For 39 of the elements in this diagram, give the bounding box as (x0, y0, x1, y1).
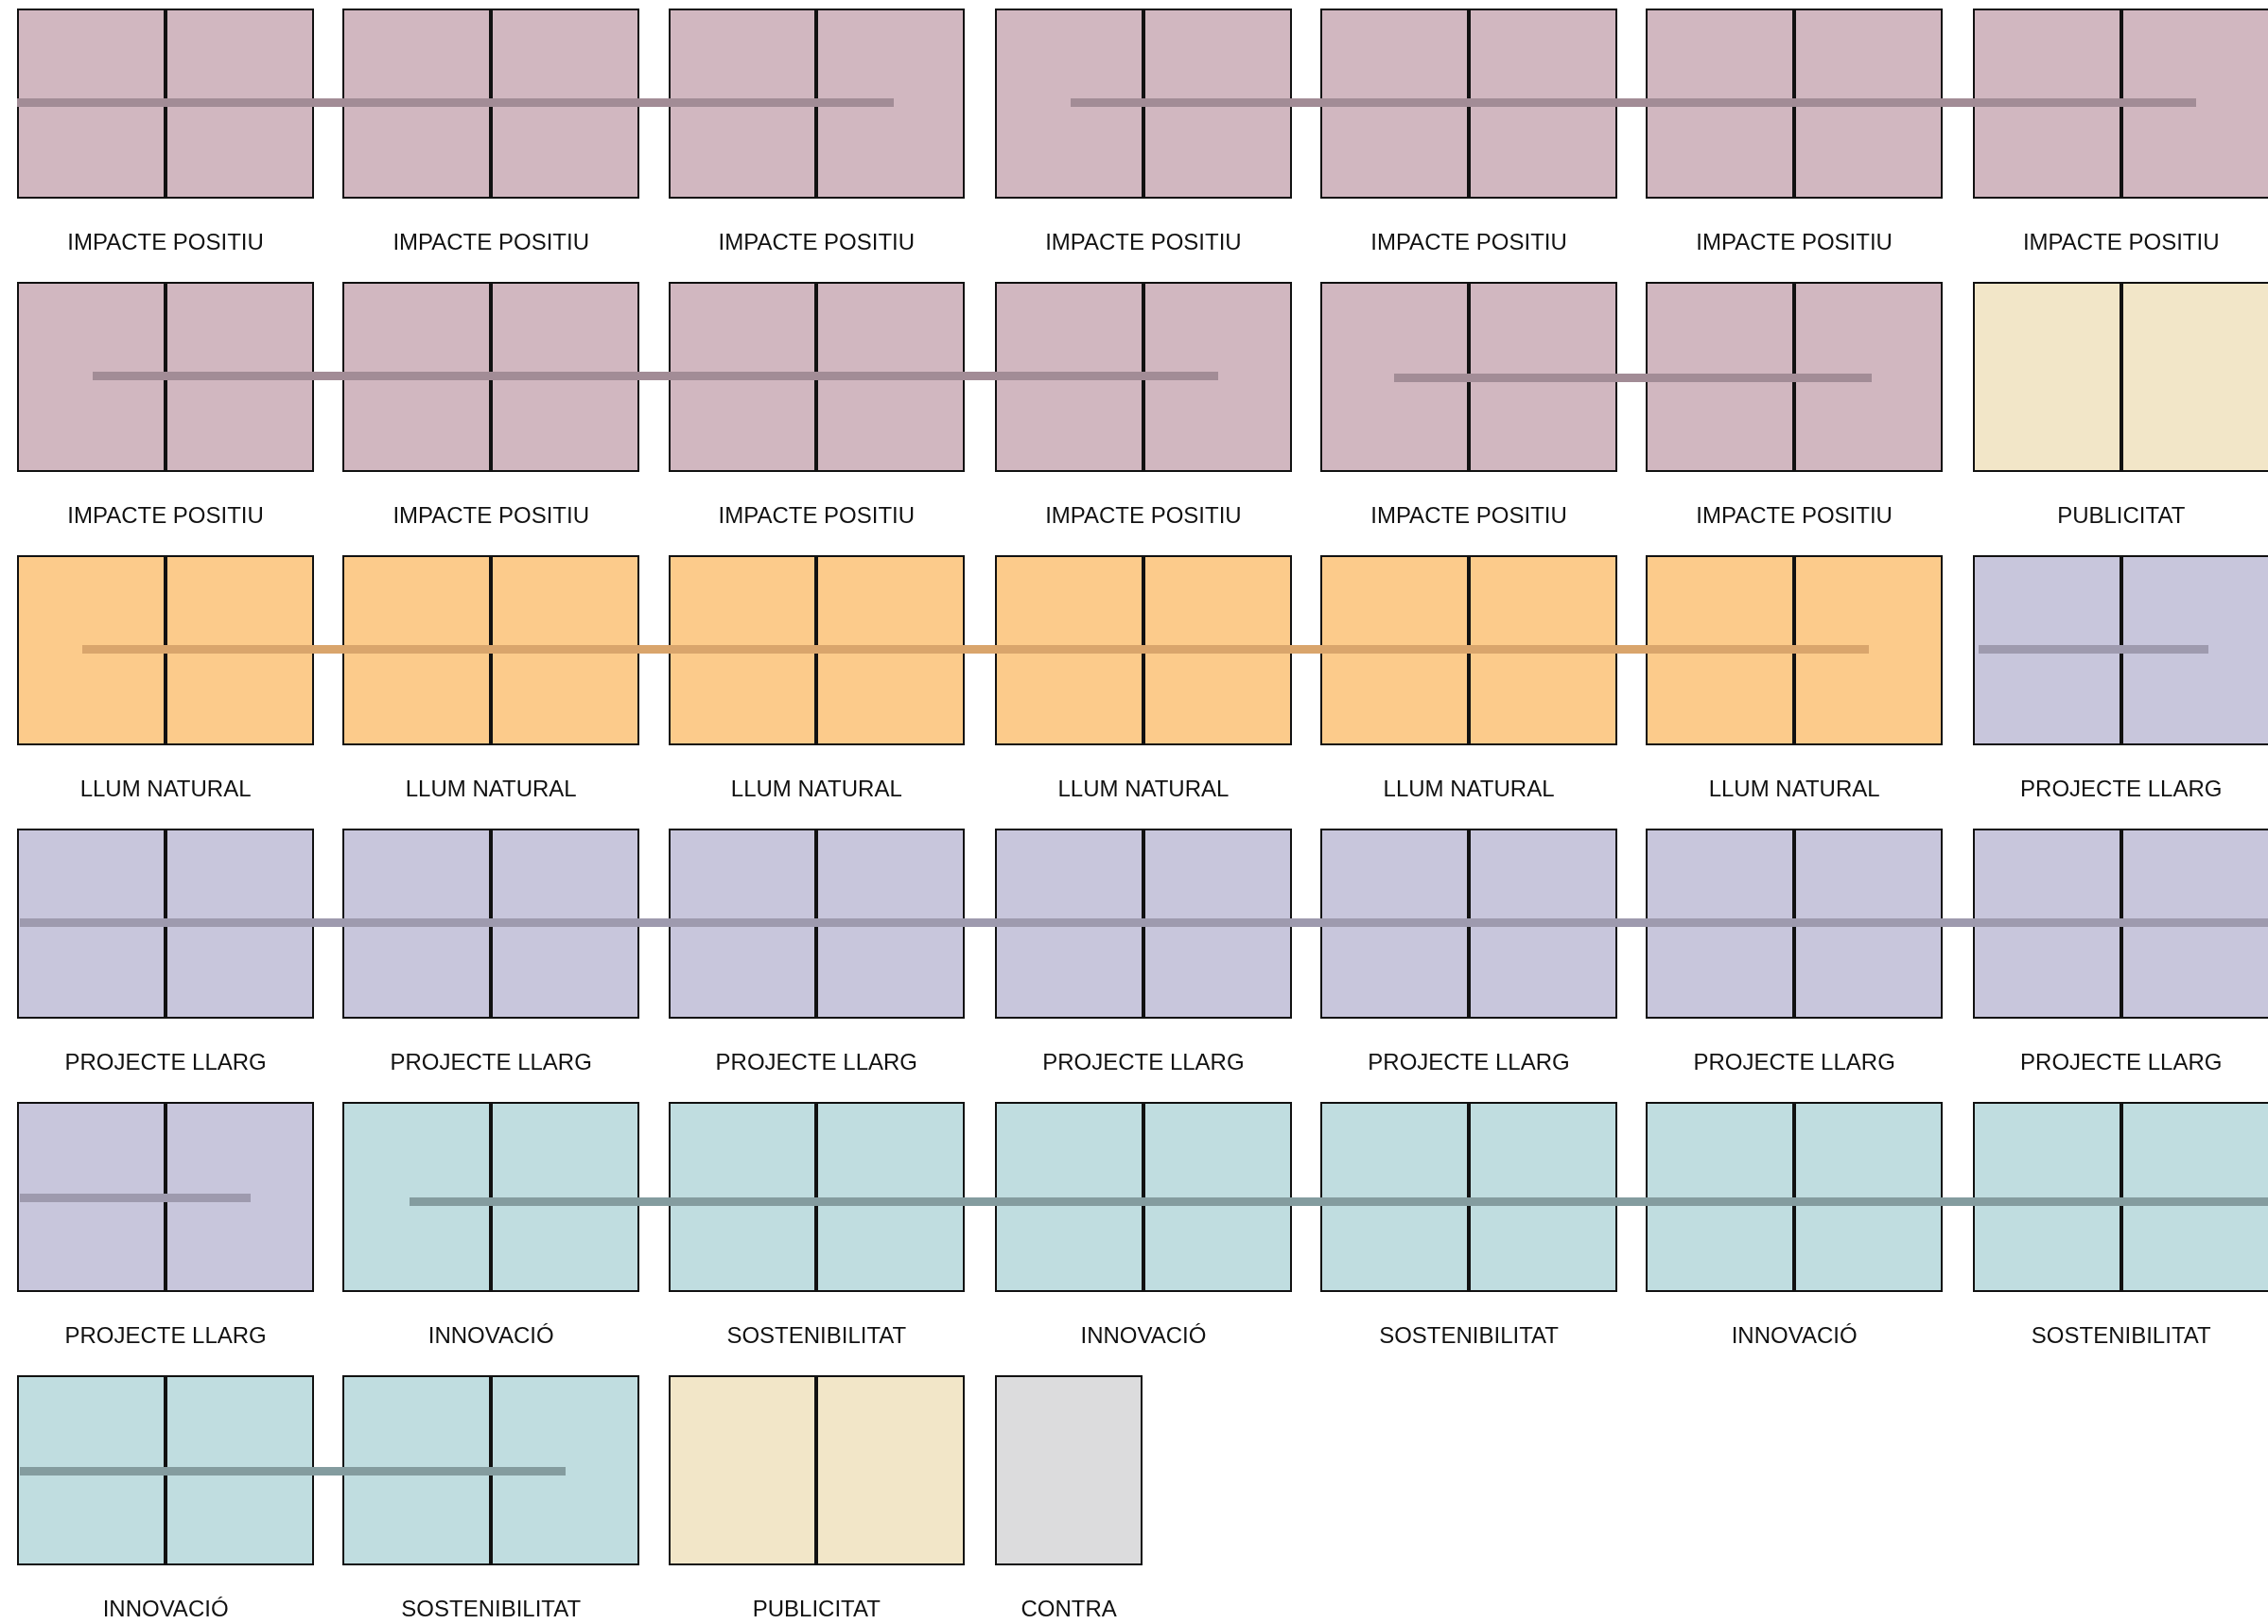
section-label: IMPACTE POSITIU (392, 501, 590, 529)
section-label: IMPACTE POSITIU (1370, 228, 1568, 255)
section-label: LLUM NATURAL (79, 775, 253, 802)
section-label: SOSTENIBILITAT (1378, 1321, 1560, 1349)
section-label: PROJECTE LLARG (1692, 1048, 1896, 1075)
section-label: PROJECTE LLARG (63, 1048, 268, 1075)
section-label: LLUM NATURAL (1707, 775, 1881, 802)
section-label: PUBLICITAT (751, 1595, 881, 1622)
section-label: IMPACTE POSITIU (392, 228, 590, 255)
section-label: LLUM NATURAL (729, 775, 903, 802)
section-label: LLUM NATURAL (404, 775, 578, 802)
section-label: IMPACTE POSITIU (1370, 501, 1568, 529)
section-label: SOSTENIBILITAT (2030, 1321, 2212, 1349)
section-label: PROJECTE LLARG (389, 1048, 593, 1075)
section-label: PROJECTE LLARG (63, 1321, 268, 1349)
section-label: SOSTENIBILITAT (400, 1595, 583, 1622)
section-label: INNOVACIÓ (1079, 1321, 1208, 1349)
section-label: PROJECTE LLARG (1041, 1048, 1246, 1075)
section-label: INNOVACIÓ (427, 1321, 555, 1349)
section-label: IMPACTE POSITIU (717, 501, 916, 529)
section-label: PUBLICITAT (2056, 501, 2187, 529)
section-label: PROJECTE LLARG (2019, 775, 2224, 802)
section-label: LLUM NATURAL (1056, 775, 1230, 802)
section-label: PROJECTE LLARG (1367, 1048, 1571, 1075)
section-label: IMPACTE POSITIU (1695, 501, 1893, 529)
section-label: IMPACTE POSITIU (1044, 501, 1243, 529)
section-label: IMPACTE POSITIU (717, 228, 916, 255)
section-label: CONTRA (1020, 1595, 1118, 1622)
section-label: IMPACTE POSITIU (66, 228, 265, 255)
section-label: LLUM NATURAL (1382, 775, 1556, 802)
section-label: PROJECTE LLARG (2019, 1048, 2224, 1075)
section-label: SOSTENIBILITAT (725, 1321, 908, 1349)
section-label: IMPACTE POSITIU (66, 501, 265, 529)
section-label: IMPACTE POSITIU (1695, 228, 1893, 255)
section-label: IMPACTE POSITIU (2021, 228, 2221, 255)
section-label: PROJECTE LLARG (714, 1048, 918, 1075)
section-label: INNOVACIÓ (101, 1595, 230, 1622)
section-label: IMPACTE POSITIU (1044, 228, 1243, 255)
section-label: INNOVACIÓ (1730, 1321, 1858, 1349)
